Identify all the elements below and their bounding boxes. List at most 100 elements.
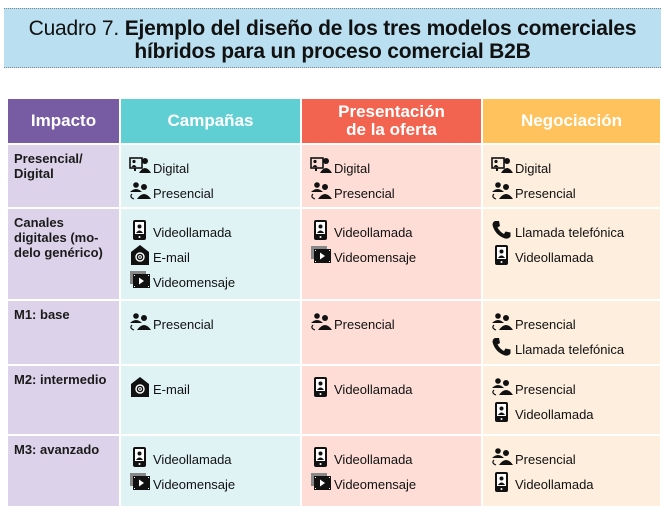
channel-label: Videomensaje	[334, 477, 417, 492]
channel-item: Videollamada	[310, 215, 473, 240]
channel-item: Videomensaje	[129, 467, 292, 492]
header-presentacion-label: Presentación de la oferta	[338, 102, 445, 139]
title-line-1: Cuadro 7. Ejemplo del diseño de los tres…	[4, 17, 661, 40]
channel-item: Llamada telefónica	[491, 332, 652, 357]
video-message-icon	[129, 270, 151, 290]
channel-label: Videomensaje	[334, 250, 417, 265]
channel-label: E-mail	[153, 382, 190, 397]
channel-item: Presencial	[129, 307, 292, 332]
people-icon	[310, 312, 332, 332]
row-label: Presencial/ Digital	[6, 143, 121, 209]
channel-label: Presencial	[515, 382, 576, 397]
channel-item: Llamada telefónica	[491, 215, 652, 240]
channel-item: Presencial	[491, 372, 652, 397]
channel-item: Presencial	[491, 307, 652, 332]
comparison-table: Impacto Campañas Presentación de la ofer…	[6, 97, 662, 508]
digital-meeting-icon	[310, 156, 332, 176]
channel-item: Videomensaje	[310, 467, 473, 492]
channel-label: Videollamada	[153, 225, 232, 240]
videocall-icon	[491, 245, 513, 265]
videocall-icon	[310, 377, 332, 397]
cell-presentacion: Videollamada	[300, 364, 483, 436]
videocall-icon	[129, 220, 151, 240]
channel-label: Videollamada	[153, 452, 232, 467]
channel-label: Digital	[334, 161, 371, 176]
channel-item: Presencial	[310, 307, 473, 332]
people-icon	[310, 181, 332, 201]
phone-icon	[491, 337, 513, 357]
header-impacto: Impacto	[6, 97, 121, 145]
channel-label: Videollamada	[334, 225, 413, 240]
channel-label: Presencial	[334, 317, 395, 332]
channel-label: Presencial	[334, 186, 395, 201]
channel-item: Videollamada	[491, 467, 652, 492]
phone-icon	[491, 220, 513, 240]
row-label: Canales digitales (mo-delo genérico)	[6, 207, 121, 301]
videocall-icon	[129, 447, 151, 467]
video-message-icon	[310, 472, 332, 492]
channel-item: Digital	[491, 151, 652, 176]
channel-item: Presencial	[129, 176, 292, 201]
row-label: M2: intermedio	[6, 364, 121, 436]
channel-label: Digital	[515, 161, 552, 176]
channel-item: E-mail	[129, 372, 292, 397]
channel-label: Presencial	[515, 452, 576, 467]
cell-campanas: Presencial	[119, 299, 302, 366]
header-negociacion: Negociación	[481, 97, 662, 145]
channel-label: Presencial	[153, 186, 214, 201]
video-message-icon	[129, 472, 151, 492]
people-icon	[491, 181, 513, 201]
channel-item: Videollamada	[491, 240, 652, 265]
cell-presentacion: Presencial	[300, 299, 483, 366]
videocall-icon	[310, 447, 332, 467]
email-icon	[129, 245, 151, 265]
channel-item: Presencial	[310, 176, 473, 201]
digital-meeting-icon	[491, 156, 513, 176]
header-row: Impacto Campañas Presentación de la ofer…	[6, 97, 662, 145]
header-presentacion: Presentación de la oferta	[300, 97, 483, 145]
channel-label: Llamada telefónica	[515, 342, 625, 357]
channel-label: Videollamada	[515, 407, 594, 422]
channel-item: Digital	[129, 151, 292, 176]
channel-label: E-mail	[153, 250, 190, 265]
channel-label: Videomensaje	[153, 477, 236, 492]
channel-label: Videollamada	[515, 250, 594, 265]
email-icon	[129, 377, 151, 397]
people-icon	[491, 377, 513, 397]
channel-label: Videollamada	[334, 382, 413, 397]
title-prefix: Cuadro 7.	[28, 17, 120, 40]
people-icon	[129, 181, 151, 201]
people-icon	[491, 312, 513, 332]
channel-item: Videollamada	[129, 215, 292, 240]
channel-item: E-mail	[129, 240, 292, 265]
row-label: M3: avanzado	[6, 434, 121, 508]
header-campanas: Campañas	[119, 97, 302, 145]
videocall-icon	[310, 220, 332, 240]
channel-label: Digital	[153, 161, 190, 176]
channel-label: Llamada telefónica	[515, 225, 625, 240]
title-line-2: híbridos para un proceso comercial B2B	[134, 40, 531, 63]
table-row: Canales digitales (mo-delo genérico)Vide…	[6, 207, 662, 301]
title-banner: Cuadro 7. Ejemplo del diseño de los tres…	[4, 8, 661, 68]
channel-label: Videomensaje	[153, 275, 236, 290]
digital-meeting-icon	[129, 156, 151, 176]
channel-item: Videomensaje	[129, 265, 292, 290]
channel-item: Videollamada	[310, 442, 473, 467]
cell-campanas: E-mail	[119, 364, 302, 436]
channel-label: Presencial	[515, 186, 576, 201]
video-message-icon	[310, 245, 332, 265]
people-icon	[129, 312, 151, 332]
people-icon	[491, 447, 513, 467]
